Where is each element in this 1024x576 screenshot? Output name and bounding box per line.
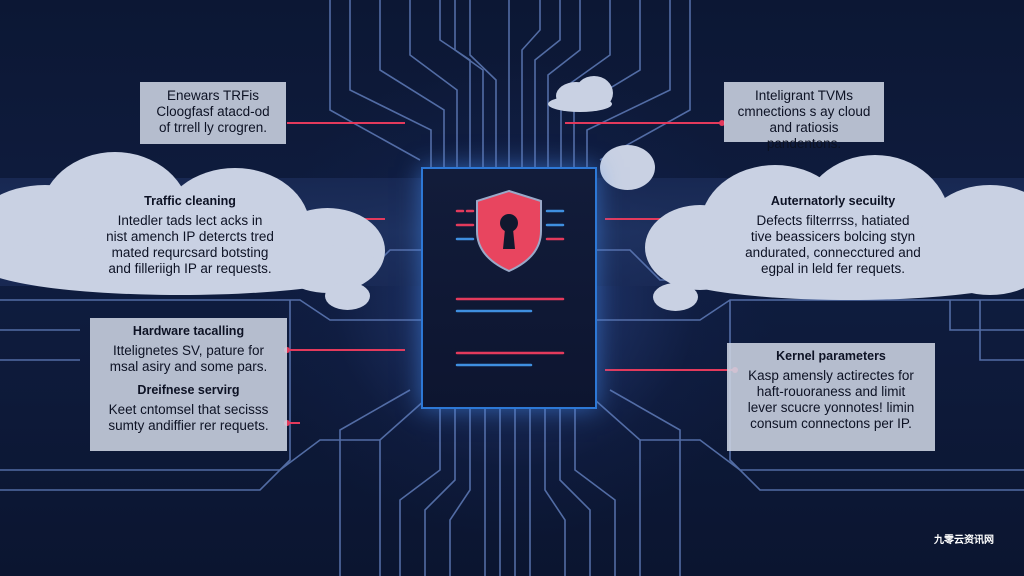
panel-auto-security-title: Auternatorly secuilty [770,194,896,208]
watermark: 九零云资讯网 [934,535,994,546]
panel-kernel-line-3: lever scucre yonnotes! limin [747,400,915,415]
panel-kernel: Kernel parameters Kasp amensly actirecte… [727,343,935,451]
panel-traffic-cleaning-line-2: nist amench IP detercts tred [106,229,274,244]
central-security-device [421,167,597,409]
panel-traffic-cleaning-line-4: and filleriigh IP ar requests. [108,261,272,276]
panel-defense-title: Dreifnese servirg [137,383,240,397]
panel-hardware-title: Hardware tacalling [132,324,245,338]
panel-kernel-line-1: Kasp amensly actirectes for [748,368,914,383]
panel-kernel-line-4: consum connectons per IP. [750,416,912,431]
panel-kernel-line-2: haft-rouoraness and limit [756,384,906,399]
panel-top-left-line-2: Cloogfasf atacd-od [156,104,270,119]
panel-top-right-line-2: cmnections s ay cloud [737,104,871,119]
panel-defense-line-2: sumty andiffier rer requets. [108,418,269,433]
device-graphics [455,189,565,367]
panel-hardware-line-1: Ittelignetes SV, pature for [112,343,265,358]
panel-auto-security: Auternatorly secuilty Defects filterrrss… [730,188,936,278]
panel-top-right-line-1: Inteligrant TVMs [754,88,854,103]
panel-traffic-cleaning-line-1: Intedler tads lect acks in [117,213,263,228]
panel-traffic-cleaning-title: Traffic cleaning [144,194,236,208]
panel-top-right: Inteligrant TVMs cmnections s ay cloud a… [724,82,884,151]
panel-auto-security-line-2: tive beassicers bolcing styn [750,229,916,244]
panel-auto-security-line-1: Defects filterrrss, hatiated [756,213,910,228]
panel-traffic-cleaning: Traffic cleaning Intedler tads lect acks… [90,188,290,276]
panel-top-left: Enewars TRFis Cloogfasf atacd-od of trre… [140,82,286,144]
panel-hardware-defense: Hardware tacalling Ittelignetes SV, patu… [90,318,287,451]
panel-top-right-line-3: and ratiosis pandentons. [766,120,842,151]
panel-top-left-line-1: Enewars TRFis [166,88,260,103]
panel-top-left-line-3: of trrell ly crogren. [158,120,268,135]
panel-hardware-line-2: msal asiry and some pars. [109,359,268,374]
panel-kernel-title: Kernel parameters [776,349,886,363]
shield-lock-icon [476,189,542,273]
panel-defense-line-1: Keet cntomsel that secisss [108,402,269,417]
panel-auto-security-line-4: egpal in leld fer requets. [760,261,906,276]
panel-traffic-cleaning-line-3: mated requrcsard botsting [111,245,269,260]
panel-auto-security-line-3: andurated, connecctured and [745,245,921,260]
